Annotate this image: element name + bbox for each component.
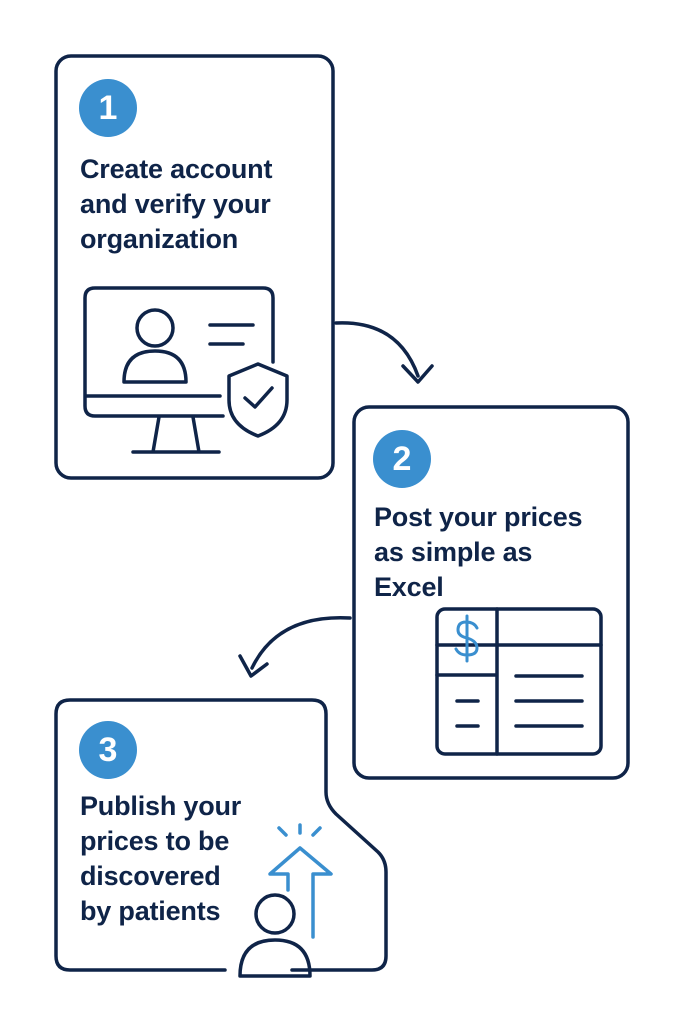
spreadsheet-dollar-icon [435, 607, 603, 756]
person-up-arrow-icon [238, 823, 333, 978]
step-3-title: Publish your prices to be discovered by … [80, 789, 241, 929]
arrow-1-to-2-icon [334, 321, 434, 384]
step-1-badge: 1 [79, 79, 137, 137]
step-3-card [54, 698, 388, 972]
step-2-badge: 2 [373, 430, 431, 488]
step-2-title: Post your prices as simple as Excel [374, 500, 583, 605]
step-1-title: Create account and verify your organizat… [80, 152, 272, 257]
step-1-line: organization [80, 224, 239, 254]
step-3-line: prices to be [80, 826, 230, 856]
step-1-card [54, 54, 335, 480]
step-2-line: as simple as [374, 537, 533, 567]
step-2-line: Post your prices [374, 502, 583, 532]
step-2-card [352, 405, 630, 780]
arrow-2-to-3-icon [238, 615, 352, 678]
step-3-badge: 3 [79, 721, 137, 779]
step-2-line: Excel [374, 572, 444, 602]
step-1-line: Create account [80, 154, 273, 184]
step-1-line: and verify your [80, 189, 271, 219]
step-3-line: discovered [80, 861, 221, 891]
step-3-line: by patients [80, 896, 221, 926]
monitor-user-shield-icon [83, 286, 289, 454]
step-3-line: Publish your [80, 791, 242, 821]
